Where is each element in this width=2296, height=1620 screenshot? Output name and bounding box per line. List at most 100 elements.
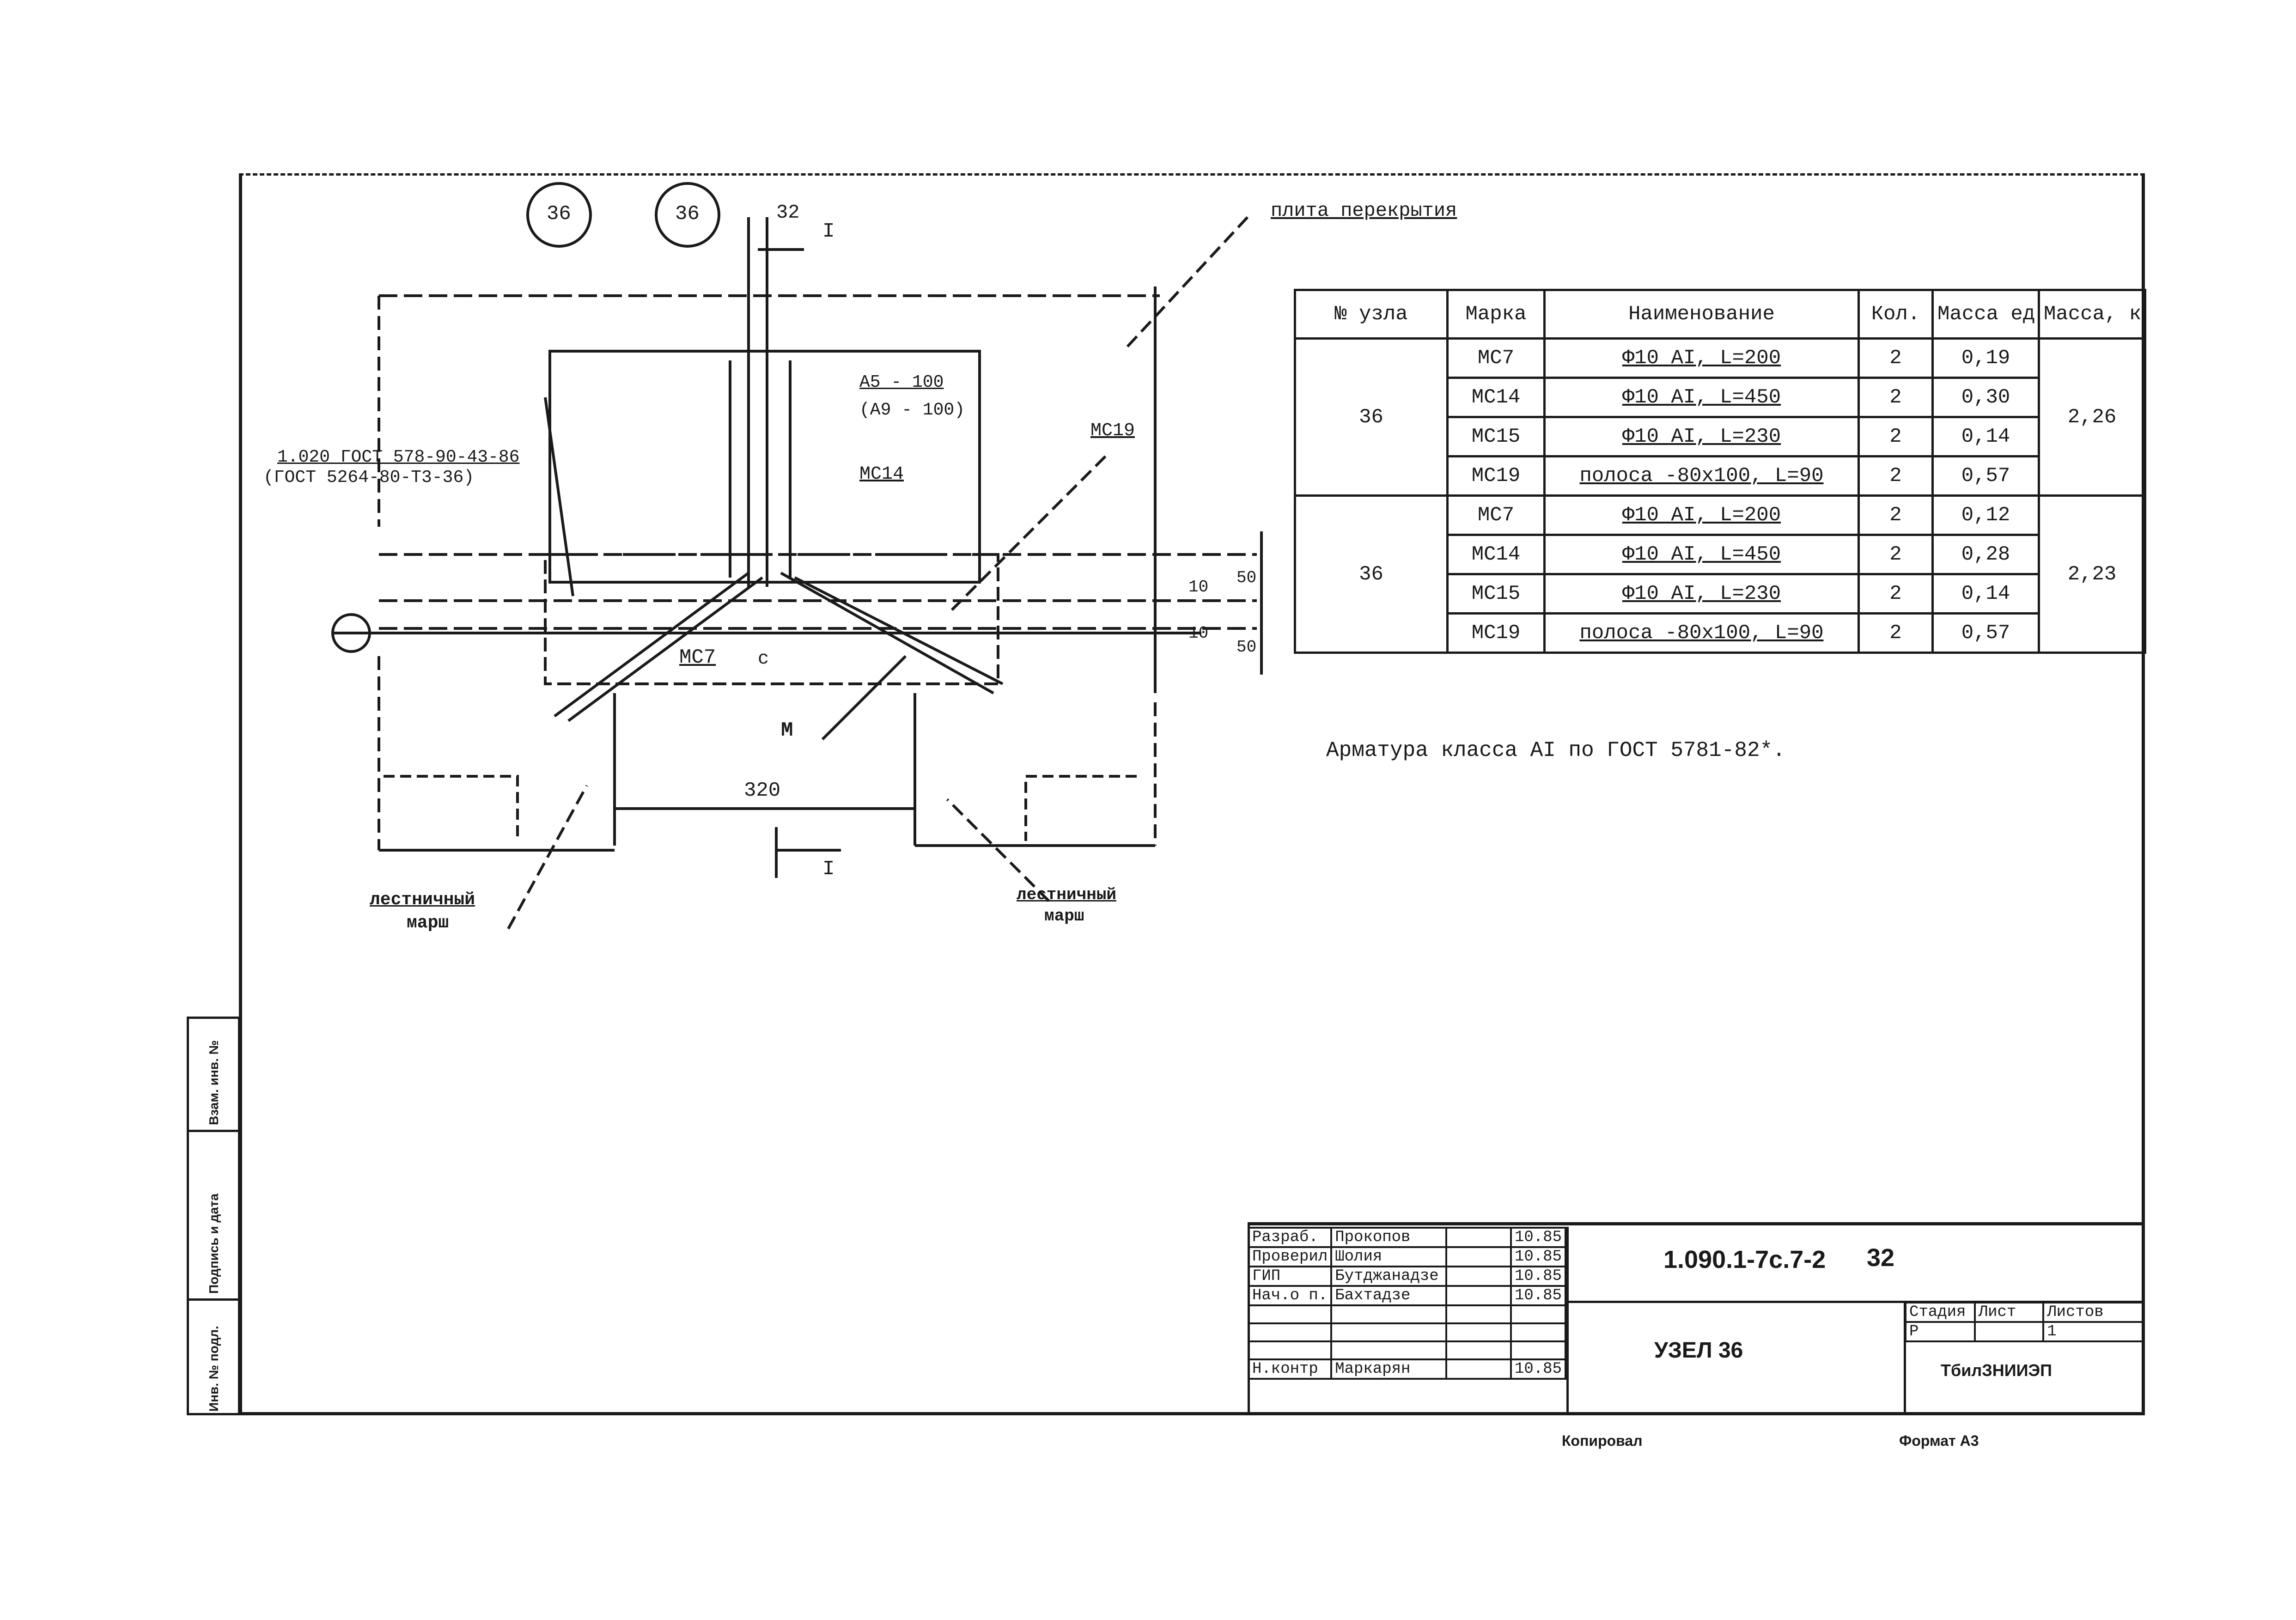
spec-header-mass: Масса, кг bbox=[2038, 289, 2146, 340]
side-cell-replace: Взам. инв. № bbox=[187, 1017, 240, 1132]
drawing-title: УЗЕЛ 36 bbox=[1654, 1338, 1743, 1363]
footer-copied: Копировал bbox=[1562, 1432, 1643, 1449]
label-left-march: лестничный bbox=[370, 890, 475, 910]
label-mc7: МС7 bbox=[679, 646, 716, 669]
spec-name: Ф10 АI, L=200 bbox=[1543, 337, 1860, 379]
spec-total-mass-2: 2,23 bbox=[2038, 494, 2146, 654]
date: 10.85 bbox=[1510, 1358, 1567, 1380]
spec-unit-mass: 0,57 bbox=[1931, 455, 2040, 497]
name: Прокопов bbox=[1330, 1227, 1447, 1248]
role: Н.контр bbox=[1247, 1358, 1333, 1380]
spec-qty: 2 bbox=[1858, 455, 1934, 497]
date: 10.85 bbox=[1510, 1266, 1567, 1287]
dim-10: 10 bbox=[1188, 578, 1209, 597]
side-stamp: Взам. инв. № Подпись и дата Инв. № подл. bbox=[187, 1017, 240, 1415]
label-right-march: лестничный bbox=[1017, 885, 1117, 904]
table-row: МС15 Ф10 АI, L=230 2 0,14 bbox=[1295, 573, 2145, 615]
label-weld: A5 - 100 bbox=[859, 372, 944, 392]
date: 10.85 bbox=[1510, 1285, 1567, 1306]
dim-320: 320 bbox=[744, 779, 781, 802]
sheets-header: Листов bbox=[2042, 1302, 2144, 1323]
side-cell-sign: Подпись и дата bbox=[187, 1130, 240, 1301]
spec-mark: МС14 bbox=[1446, 377, 1546, 418]
spec-header-row: № узла Марка Наименование Кол. Масса ед.… bbox=[1294, 289, 2146, 340]
stage-value: Р bbox=[1905, 1321, 1976, 1342]
signature bbox=[1445, 1227, 1512, 1248]
specification-table: № узла Марка Наименование Кол. Масса ед.… bbox=[1294, 289, 2146, 654]
table-row: 36 МС7 Ф10 АI, L=200 2 0,19 2,26 bbox=[1294, 337, 2146, 497]
spec-name: Ф10 АI, L=230 bbox=[1543, 573, 1860, 615]
spec-unit-mass: 0,14 bbox=[1931, 573, 2040, 615]
spec-mark: МС15 bbox=[1446, 416, 1546, 457]
spec-qty: 2 bbox=[1858, 612, 1934, 654]
side-label-sign: Подпись и дата bbox=[207, 1194, 221, 1294]
spec-qty: 2 bbox=[1858, 337, 1934, 379]
table-row: 36 МС7 Ф10 АI, L=200 2 0,12 2,23 bbox=[1294, 494, 2146, 654]
signature bbox=[1445, 1285, 1512, 1306]
doc-sheet-num: 32 bbox=[1867, 1244, 1895, 1272]
label-right-march-2: марш bbox=[1044, 907, 1084, 926]
spec-header-mark: Марка bbox=[1446, 289, 1546, 340]
title-divider-h bbox=[1569, 1301, 2144, 1303]
label-weld-2: (A9 - 100) bbox=[859, 400, 965, 420]
spec-qty: 2 bbox=[1858, 494, 1934, 536]
role: Нач.о п. bbox=[1247, 1285, 1333, 1306]
spec-mark: МС19 bbox=[1446, 455, 1546, 497]
dim-50a: 50 bbox=[1236, 568, 1257, 587]
doc-code: 1.090.1-7с.7-2 bbox=[1663, 1246, 1826, 1273]
organization: ТбилЗНИИЭП bbox=[1941, 1361, 2052, 1380]
spec-mark: МС14 bbox=[1446, 534, 1546, 575]
table-row: МС19 полоса -80х100, L=90 2 0,57 bbox=[1295, 455, 2145, 497]
dim-top: 32 bbox=[776, 201, 800, 224]
spec-unit-mass: 0,28 bbox=[1931, 534, 2040, 575]
spec-unit-mass: 0,14 bbox=[1931, 416, 2040, 457]
spec-name: Ф10 АI, L=450 bbox=[1543, 534, 1860, 575]
spec-header-unit-mass: Масса ед., кг bbox=[1931, 289, 2040, 340]
label-slab: плита перекрытия bbox=[1271, 200, 1457, 222]
signature-row: Нач.о п.Бахтадзе 10.85 bbox=[1247, 1285, 1567, 1306]
spec-qty: 2 bbox=[1858, 377, 1934, 418]
label-mc19: МС19 bbox=[1090, 420, 1135, 441]
signature-row bbox=[1247, 1322, 1567, 1342]
spec-name: Ф10 АI, L=230 bbox=[1543, 416, 1860, 457]
label-mc14: МС14 bbox=[859, 464, 904, 485]
spec-header-node: № узла bbox=[1294, 289, 1449, 340]
signature-row bbox=[1247, 1304, 1567, 1324]
spec-node-2: 36 bbox=[1294, 494, 1449, 654]
spec-name: полоса -80х100, L=90 bbox=[1543, 455, 1860, 497]
spec-qty: 2 bbox=[1858, 573, 1934, 615]
spec-mark: МС15 bbox=[1446, 573, 1546, 615]
spec-unit-mass: 0,19 bbox=[1931, 337, 2040, 379]
name: Маркарян bbox=[1330, 1358, 1447, 1380]
sheets-value: 1 bbox=[2042, 1321, 2144, 1342]
table-row: МС14 Ф10 АI, L=450 2 0,28 bbox=[1295, 534, 2145, 575]
spec-node-1: 36 bbox=[1294, 337, 1449, 497]
spec-header-qty: Кол. bbox=[1858, 289, 1934, 340]
name: Шолия bbox=[1330, 1246, 1447, 1267]
footer-format: Формат А3 bbox=[1899, 1432, 1979, 1449]
spec-name: полоса -80х100, L=90 bbox=[1543, 612, 1860, 654]
spec-qty: 2 bbox=[1858, 534, 1934, 575]
table-row: МС15 Ф10 АI, L=230 2 0,14 bbox=[1295, 416, 2145, 457]
date: 10.85 bbox=[1510, 1246, 1567, 1267]
spec-mark: МС19 bbox=[1446, 612, 1546, 654]
spec-mark: МС7 bbox=[1446, 494, 1546, 536]
name: Бахтадзе bbox=[1330, 1285, 1447, 1306]
spec-unit-mass: 0,57 bbox=[1931, 612, 2040, 654]
node-mark-1: 36 bbox=[547, 202, 571, 225]
node-mark-2: 36 bbox=[675, 202, 700, 225]
table-row: МС14 Ф10 АI, L=450 2 0,30 bbox=[1295, 377, 2145, 418]
dim-10b: 10 bbox=[1188, 624, 1209, 643]
spec-name: Ф10 АI, L=450 bbox=[1543, 377, 1860, 418]
dim-50b: 50 bbox=[1236, 638, 1257, 657]
role: Проверил bbox=[1247, 1246, 1333, 1267]
section-mark-bottom: I bbox=[822, 858, 835, 881]
